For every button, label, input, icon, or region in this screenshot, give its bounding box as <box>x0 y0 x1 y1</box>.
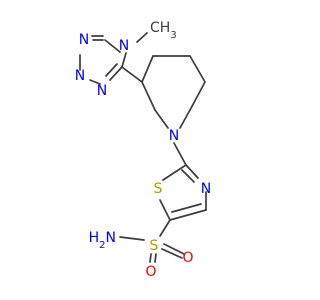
atom-triazole-n-mid: N <box>75 68 85 84</box>
atom-amine: H2N <box>89 230 116 251</box>
atom-triazole-n4: N <box>119 38 129 54</box>
bond-pip-n-c2 <box>154 109 169 129</box>
bond-sulfonyl-o-left-b <box>154 253 157 263</box>
bond-triazole-nmid-nlow <box>89 79 101 85</box>
bond-triazole-n4-c <box>104 39 121 53</box>
molecule-structure: N CH3 N N N N S N S O O H2N <box>75 20 211 280</box>
bond-triazole-nlow-c5-double <box>105 63 118 77</box>
bond-pip-c5-c6 <box>189 55 206 83</box>
bond-pip-c1-n <box>179 109 191 129</box>
atom-piperidine-n: N <box>169 128 179 144</box>
atom-triazole-n-low: N <box>97 83 107 99</box>
atom-methyl: CH3 <box>150 20 177 41</box>
bond-triazole-piperidine <box>121 66 143 83</box>
atom-sulfonyl-o-left: O <box>145 264 156 280</box>
bond-sulfonyl-amine <box>119 236 145 241</box>
bond-thiazole-c2-n-double <box>181 169 195 183</box>
bond-sulfonyl-o-left-a <box>149 253 152 263</box>
atom-thiazole-n: N <box>201 181 211 197</box>
bond-pip-c6-c1 <box>189 81 206 111</box>
bond-thiazole-c2-n <box>185 164 199 179</box>
bond-sulfonyl-o-right-a <box>163 243 185 255</box>
bond-n-methyl <box>136 32 148 43</box>
bond-thiazole-c4-c5-double <box>171 203 202 213</box>
bond-sulfonyl-o-right-b <box>161 248 183 259</box>
atom-sulfonyl-o-right: O <box>182 250 193 266</box>
bond-thiazole-c4-c5 <box>169 209 207 221</box>
bond-thiazole-s-c2 <box>162 164 187 181</box>
atom-triazole-n-top: N <box>79 32 89 48</box>
bond-pip-c3-c4 <box>141 55 154 83</box>
bonds <box>79 32 207 263</box>
bond-pip-c2-c3 <box>141 81 156 111</box>
atom-thiazole-s: S <box>154 181 163 197</box>
bond-triazole-c5-n4 <box>121 52 127 68</box>
atom-labels: N CH3 N N N N S N S O O H2N <box>75 20 211 280</box>
bond-thiazole-c5-s <box>159 199 171 221</box>
bond-triazole-nlow-c5 <box>109 66 123 81</box>
bond-pip-n-thiazole <box>173 142 187 166</box>
atom-sulfonyl-s: S <box>150 238 159 254</box>
bond-thiazole-sulfonyl <box>159 219 171 237</box>
